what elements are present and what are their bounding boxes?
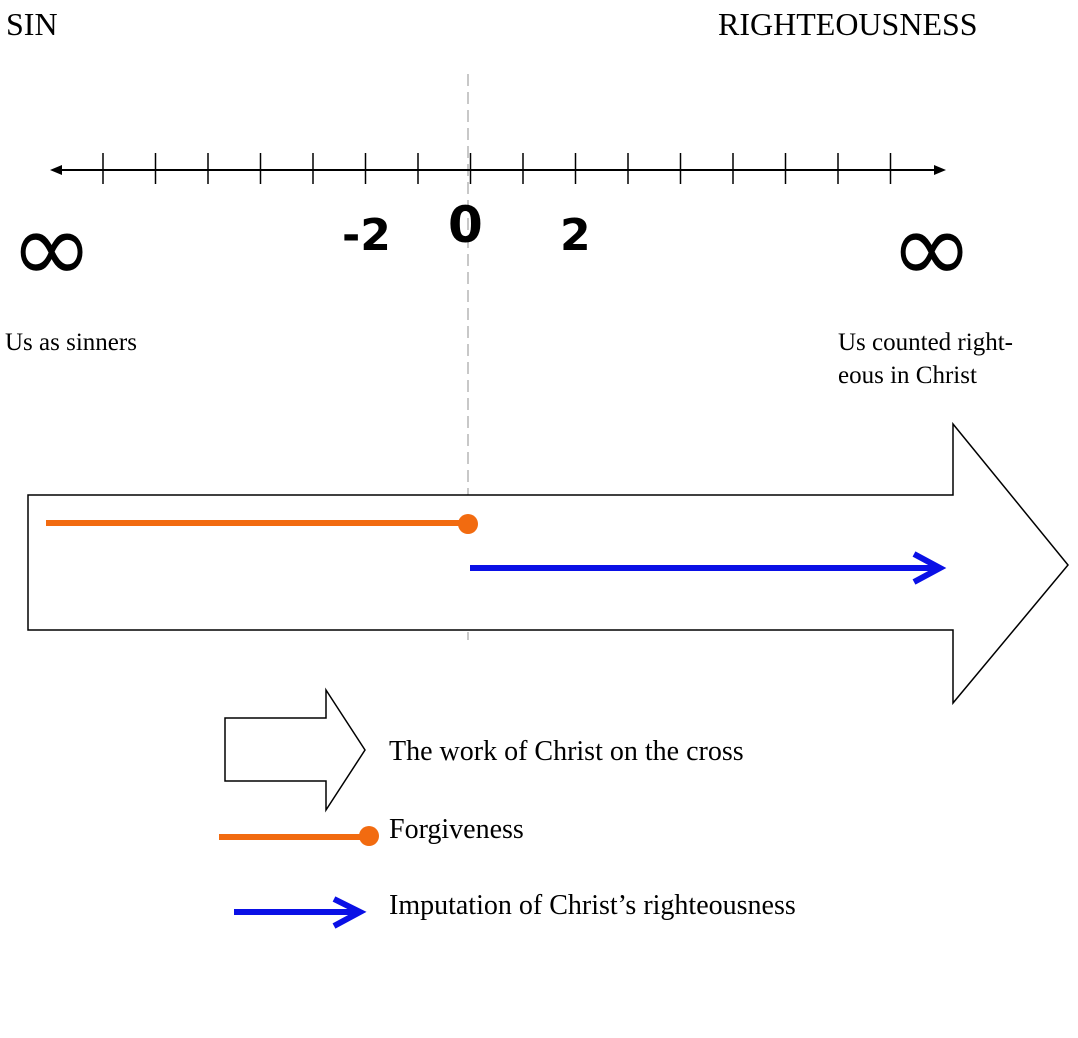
number-line-left-arrowhead (50, 165, 62, 175)
number-line-right-arrowhead (934, 165, 946, 175)
note-counted-righteous-line2: eous in Christ (838, 362, 977, 389)
imputation-arrowhead (912, 551, 947, 585)
legend-cross-icon (224, 687, 366, 813)
note-us-as-sinners: Us as sinners (5, 329, 137, 356)
legend-imputation-arrowhead (332, 896, 367, 929)
legend-forgiveness-label: Forgiveness (389, 814, 524, 845)
note-counted-righteous-line1: Us counted right- (838, 329, 1013, 356)
tick-label-zero: 0 (448, 196, 483, 254)
infinity-right-icon: ∞ (890, 189, 974, 306)
legend-cross-label: The work of Christ on the cross (389, 736, 744, 767)
cross-work-arrow (27, 421, 1069, 706)
infinity-left-icon: ∞ (10, 189, 94, 306)
number-line-ticks (102, 153, 892, 184)
righteousness-label: RIGHTEOUSNESS (718, 6, 978, 42)
tick-label-neg2: -2 (342, 210, 391, 261)
forgiveness-endpoint (458, 514, 478, 534)
legend-forgiveness-dot (359, 826, 379, 846)
sin-label: SIN (6, 6, 58, 42)
number-line (50, 153, 946, 184)
tick-label-pos2: 2 (560, 210, 591, 261)
legend-imputation-label: Imputation of Christ’s righteousness (389, 890, 796, 921)
